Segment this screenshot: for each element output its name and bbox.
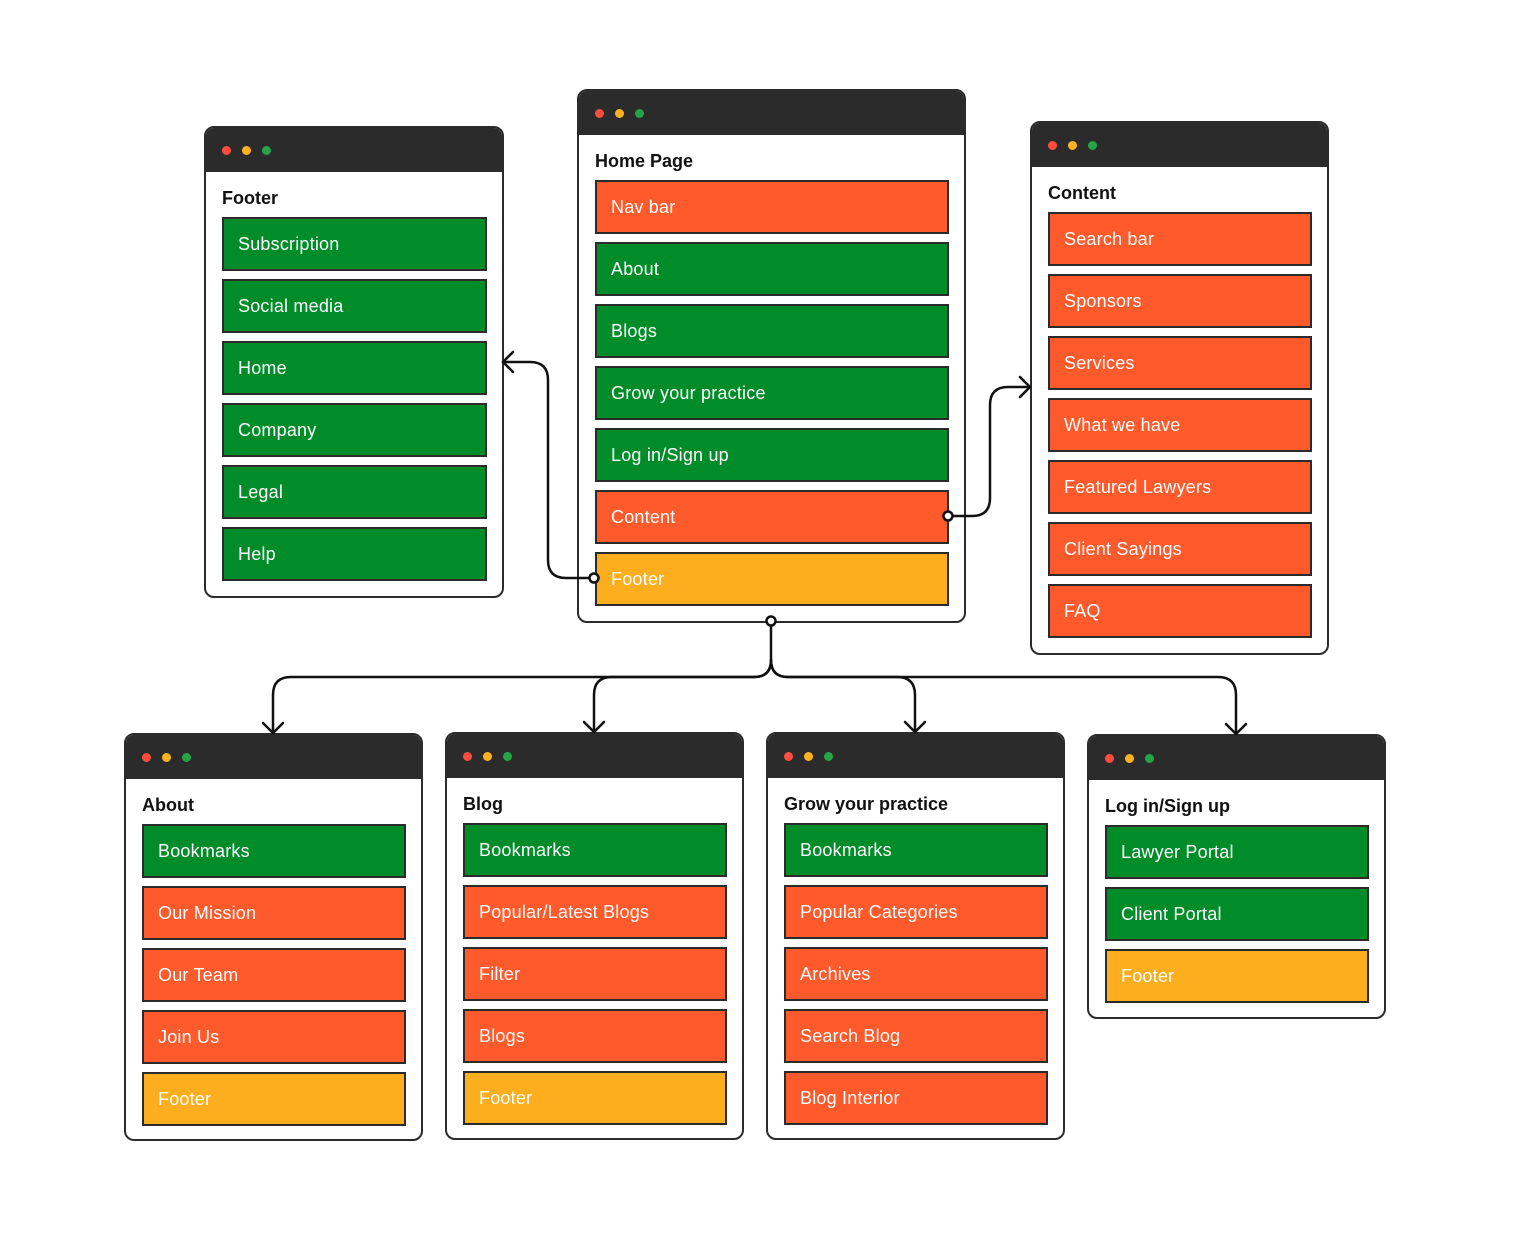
minimize-dot-icon xyxy=(1068,141,1077,150)
home-item-about: About xyxy=(595,242,949,296)
window-title: Footer xyxy=(222,188,278,208)
blog-item-blogs: Blogs xyxy=(463,1009,727,1063)
minimize-dot-icon xyxy=(483,752,492,761)
home-item-nav-bar: Nav bar xyxy=(595,180,949,234)
login-item-footer: Footer xyxy=(1105,949,1369,1003)
home-item-blogs: Blogs xyxy=(595,304,949,358)
arrowhead-about xyxy=(261,721,285,735)
window-title: Home Page xyxy=(595,151,694,171)
close-dot-icon xyxy=(463,752,472,761)
minimize-dot-icon xyxy=(242,146,251,155)
home-page-window: Home Page Nav bar About Blogs Grow your … xyxy=(577,89,966,623)
footer-item-company: Company xyxy=(222,403,487,457)
connector-home-to-login xyxy=(769,658,1238,736)
footer-page-window: Footer Subscription Social media Home Co… xyxy=(204,126,504,598)
about-item-our-team: Our Team xyxy=(142,948,406,1002)
maximize-dot-icon xyxy=(1088,141,1097,150)
grow-item-archives: Archives xyxy=(784,947,1048,1001)
footer-item-subscription: Subscription xyxy=(222,217,487,271)
blog-item-bookmarks: Bookmarks xyxy=(463,823,727,877)
home-item-grow-your-practice: Grow your practice xyxy=(595,366,949,420)
footer-item-social-media: Social media xyxy=(222,279,487,333)
footer-item-home: Home xyxy=(222,341,487,395)
content-item-sponsors: Sponsors xyxy=(1048,274,1312,328)
close-dot-icon xyxy=(222,146,231,155)
connector-start-node-home xyxy=(765,615,777,627)
blog-item-footer: Footer xyxy=(463,1071,727,1125)
footer-item-help: Help xyxy=(222,527,487,581)
close-dot-icon xyxy=(784,752,793,761)
connector-content-to-content-page xyxy=(946,385,1032,518)
close-dot-icon xyxy=(1048,141,1057,150)
maximize-dot-icon xyxy=(182,753,191,762)
connector-home-to-blog xyxy=(592,658,773,734)
window-titlebar xyxy=(447,734,742,778)
window-title: Blog xyxy=(463,794,503,814)
close-dot-icon xyxy=(142,753,151,762)
window-titlebar xyxy=(126,735,421,779)
content-item-featured-lawyers: Featured Lawyers xyxy=(1048,460,1312,514)
grow-item-search-blog: Search Blog xyxy=(784,1009,1048,1063)
window-title: Grow your practice xyxy=(784,794,949,814)
window-title: Log in/Sign up xyxy=(1105,796,1230,816)
content-page-window: Content Search bar Sponsors Services Wha… xyxy=(1030,121,1329,655)
arrowhead-footer-page xyxy=(501,350,515,374)
maximize-dot-icon xyxy=(503,752,512,761)
minimize-dot-icon xyxy=(1125,754,1134,763)
close-dot-icon xyxy=(1105,754,1114,763)
grow-item-blog-interior: Blog Interior xyxy=(784,1071,1048,1125)
blog-item-filter: Filter xyxy=(463,947,727,1001)
window-title: About xyxy=(142,795,194,815)
home-item-content: Content xyxy=(595,490,949,544)
window-titlebar xyxy=(768,734,1063,778)
minimize-dot-icon xyxy=(615,109,624,118)
about-item-footer: Footer xyxy=(142,1072,406,1126)
maximize-dot-icon xyxy=(262,146,271,155)
window-titlebar xyxy=(206,128,502,172)
about-item-our-mission: Our Mission xyxy=(142,886,406,940)
maximize-dot-icon xyxy=(635,109,644,118)
arrowhead-grow xyxy=(903,720,927,734)
footer-item-legal: Legal xyxy=(222,465,487,519)
minimize-dot-icon xyxy=(804,752,813,761)
login-item-lawyer-portal: Lawyer Portal xyxy=(1105,825,1369,879)
grow-page-window: Grow your practice Bookmarks Popular Cat… xyxy=(766,732,1065,1140)
login-item-client-portal: Client Portal xyxy=(1105,887,1369,941)
arrowhead-login xyxy=(1224,722,1248,736)
grow-item-bookmarks: Bookmarks xyxy=(784,823,1048,877)
window-titlebar xyxy=(1089,736,1384,780)
about-item-join-us: Join Us xyxy=(142,1010,406,1064)
close-dot-icon xyxy=(595,109,604,118)
login-page-window: Log in/Sign up Lawyer Portal Client Port… xyxy=(1087,734,1386,1019)
home-item-log-in-sign-up: Log in/Sign up xyxy=(595,428,949,482)
content-item-search-bar: Search bar xyxy=(1048,212,1312,266)
minimize-dot-icon xyxy=(162,753,171,762)
connector-footer-to-footer-page xyxy=(501,360,596,580)
about-page-window: About Bookmarks Our Mission Our Team Joi… xyxy=(124,733,423,1141)
connector-start-node-footer xyxy=(588,572,600,584)
window-titlebar xyxy=(579,91,964,135)
maximize-dot-icon xyxy=(824,752,833,761)
about-item-bookmarks: Bookmarks xyxy=(142,824,406,878)
window-title: Content xyxy=(1048,183,1116,203)
content-item-services: Services xyxy=(1048,336,1312,390)
content-item-client-sayings: Client Sayings xyxy=(1048,522,1312,576)
grow-item-popular-categories: Popular Categories xyxy=(784,885,1048,939)
arrowhead-content-page xyxy=(1018,375,1032,399)
connector-start-node-content xyxy=(942,510,954,522)
content-item-faq: FAQ xyxy=(1048,584,1312,638)
window-titlebar xyxy=(1032,123,1327,167)
blog-item-popular-latest-blogs: Popular/Latest Blogs xyxy=(463,885,727,939)
maximize-dot-icon xyxy=(1145,754,1154,763)
content-item-what-we-have: What we have xyxy=(1048,398,1312,452)
connector-home-to-grow xyxy=(769,658,917,734)
arrowhead-blog xyxy=(582,720,606,734)
blog-page-window: Blog Bookmarks Popular/Latest Blogs Filt… xyxy=(445,732,744,1140)
home-item-footer: Footer xyxy=(595,552,949,606)
